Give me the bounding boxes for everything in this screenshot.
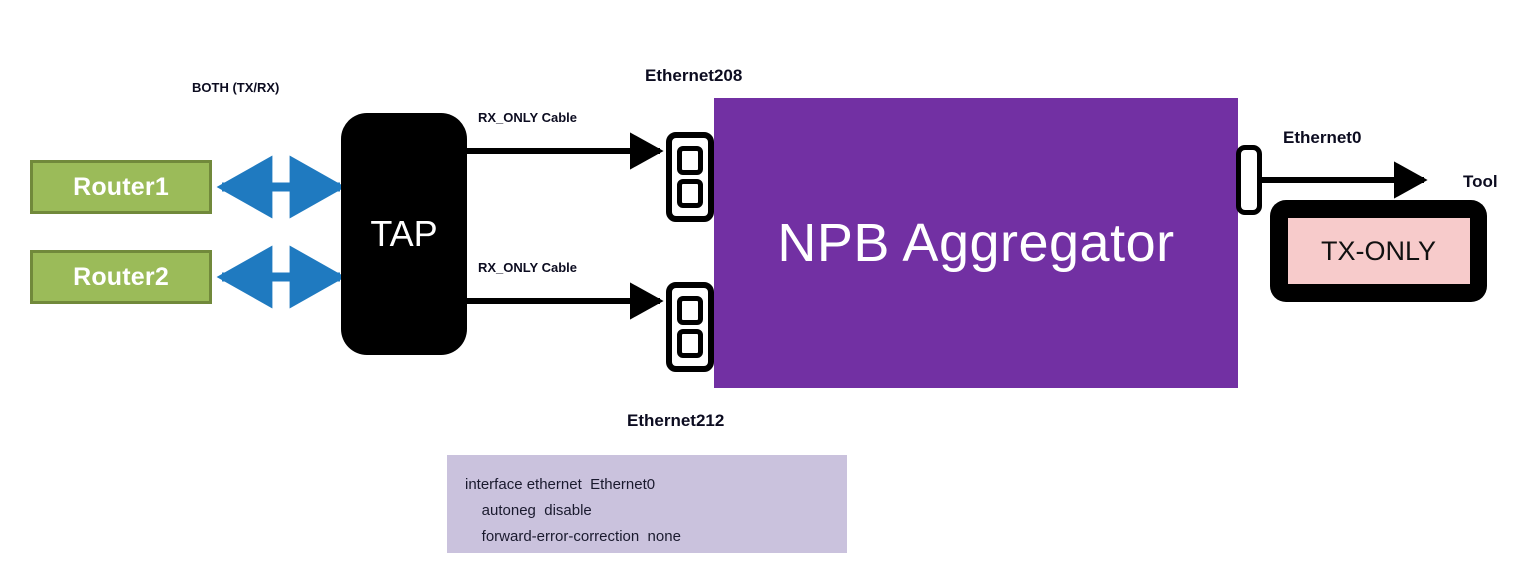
tap-label: TAP	[370, 213, 438, 254]
router1-node[interactable]: Router1	[30, 160, 212, 214]
config-line-1: interface ethernet Ethernet0	[465, 476, 656, 493]
port-slot-upper	[677, 145, 703, 175]
rx-only-cable-top-label: RX_ONLY Cable	[478, 110, 577, 125]
router2-node[interactable]: Router2	[30, 250, 212, 304]
router2-label: Router2	[73, 262, 169, 291]
tool-mode-label: TX-ONLY	[1320, 235, 1436, 266]
ethernet-port-stack-icon-bottom[interactable]	[666, 282, 714, 372]
ethernet212-label: Ethernet212	[627, 411, 725, 430]
tool-mode-badge: TX-ONLY	[1287, 218, 1470, 284]
port-slot-lower	[677, 179, 703, 209]
ethernet-port-stack-icon-top[interactable]	[666, 132, 714, 222]
both-txrx-label: BOTH (TX/RX)	[192, 80, 280, 95]
tool-node[interactable]: TX-ONLY	[1270, 200, 1487, 302]
port-slot-upper	[677, 295, 703, 325]
tool-label: Tool	[1463, 172, 1498, 191]
port-slot-lower	[677, 329, 703, 359]
rx-only-cable-bottom-label: RX_ONLY Cable	[478, 260, 577, 275]
npb-aggregator-node[interactable]: NPB Aggregator	[714, 98, 1238, 388]
config-line-3: forward-error-correction none	[465, 528, 681, 545]
ethernet0-label: Ethernet0	[1283, 128, 1362, 147]
ethernet208-label: Ethernet208	[645, 66, 743, 85]
config-line-2: autoneg disable	[465, 502, 592, 519]
tap-node[interactable]: TAP	[341, 113, 467, 355]
router1-label: Router1	[73, 172, 169, 201]
ethernet-port-icon-right[interactable]	[1236, 145, 1262, 215]
npb-aggregator-label: NPB Aggregator	[777, 213, 1175, 273]
config-snippet-block: interface ethernet Ethernet0 autoneg dis…	[447, 455, 847, 553]
